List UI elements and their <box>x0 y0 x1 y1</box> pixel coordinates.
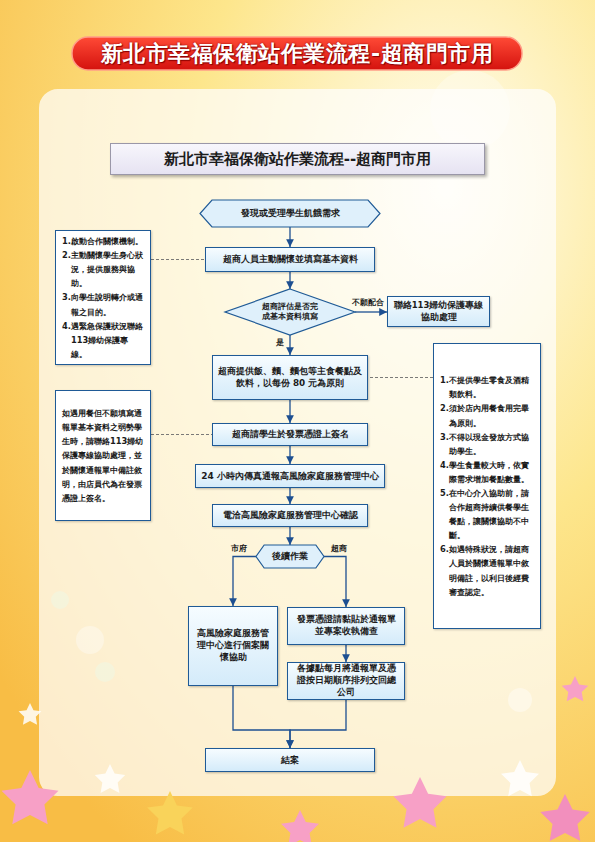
flow-connector <box>289 488 290 504</box>
title-banner <box>72 37 522 70</box>
star <box>501 760 539 796</box>
node-text: 3.向學生說明轉介或通報之目的。 <box>62 290 144 318</box>
star <box>2 770 59 824</box>
node-text: 後續作業 <box>272 550 308 562</box>
node-text: 6.如遇特殊狀況，請超商人員於關懷通報單中敘明備註，以利日後經費審查認定。 <box>440 542 534 598</box>
node-body: 各據點每月將通報單及憑證按日期順序排列交回總公司 <box>288 663 404 699</box>
flow-connector <box>289 400 290 423</box>
node-body: 1.不提供學生零食及酒精類飲料。2.須於店內用餐食用完畢為原則。3.不得以現金發… <box>434 344 540 628</box>
flow-connector <box>289 527 290 545</box>
page-title: 新北市幸福保衛站作業流程-超商門市用 <box>72 37 522 70</box>
node-text: 超商評估是否完成基本資料填寫 <box>261 302 319 322</box>
process-box: 發票憑證請黏貼於通報單並專案收執備查 <box>287 607 405 645</box>
node-body: 結案 <box>206 749 374 771</box>
edge-label: 不願配合 <box>352 297 384 308</box>
star <box>393 777 446 828</box>
node-text: 3.不得以現金發放方式協助學生。 <box>440 430 534 458</box>
node-body: 發票憑證請黏貼於通報單並專案收執備查 <box>288 608 404 644</box>
node-text: 1.啟動合作關懷機制。 <box>62 234 144 248</box>
node-text: 發票憑證請黏貼於通報單並專案收執備查 <box>293 614 399 638</box>
decision-diamond: 超商評估是否完成基本資料填寫 <box>225 289 355 335</box>
node-text: 電洽高風險家庭服務管理中心確認 <box>223 509 358 521</box>
start-hexagon: 發現或受理學生飢餓需求 <box>200 200 380 227</box>
note-leader <box>151 434 212 435</box>
flow-connector <box>290 700 346 748</box>
note-leader <box>151 259 205 260</box>
node-text: 聯絡113婦幼保護專線協助處理 <box>393 300 484 323</box>
node-text: 結案 <box>281 754 299 766</box>
star <box>540 794 589 841</box>
node-text: 超商請學生於發票憑證上簽名 <box>232 428 349 440</box>
node-body: 1.啟動合作關懷機制。2.主動關懷學生身心狀況，提供服務與協助。3.向學生說明轉… <box>56 231 150 364</box>
process-box: 高風險家庭服務管理中心進行個案關懷協助 <box>188 606 278 686</box>
subtitle-box: 新北市幸福保衛站作業流程--超商門市用 <box>110 143 485 175</box>
node-text: 5.在中心介入協助前，請合作超商持續供餐學生餐點，讓關懷協助不中斷。 <box>440 486 534 542</box>
node-text: 超商提供飯、麵、麵包等主食餐點及飲料，以每份 80 元為原則 <box>218 366 362 390</box>
note-leader <box>368 377 433 378</box>
shape-outline <box>225 289 355 335</box>
flow-connector <box>233 557 256 607</box>
node-body: 電洽高風險家庭服務管理中心確認 <box>213 505 367 526</box>
process-box: 各據點每月將通報單及憑證按日期順序排列交回總公司 <box>287 662 405 700</box>
node-text: 如遇用餐但不願填寫通報單基本資料之弱勢學生時，請聯絡113婦幼保護專線協助處理，… <box>62 406 144 505</box>
node-body: 如遇用餐但不願填寫通報單基本資料之弱勢學生時，請聯絡113婦幼保護專線協助處理，… <box>56 391 150 520</box>
flow-connector <box>289 446 290 464</box>
node-text: 各據點每月將通報單及憑證按日期順序排列交回總公司 <box>293 663 399 699</box>
process-box: 24 小時內傳真通報高風險家庭服務管理中心 <box>195 464 385 488</box>
edge-label: 是 <box>276 337 284 348</box>
white-panel <box>40 90 555 795</box>
node-text: 4.遇緊急保護狀況聯絡113婦幼保護專線。 <box>62 319 144 361</box>
node-body: 聯絡113婦幼保護專線協助處理 <box>388 297 489 326</box>
node-body: 24 小時內傳真通報高風險家庭服務管理中心 <box>196 465 384 487</box>
node-text: 2.主動關懷學生身心狀況，提供服務與協助。 <box>62 248 144 290</box>
note-box: 1.啟動合作關懷機制。2.主動關懷學生身心狀況，提供服務與協助。3.向學生說明轉… <box>55 230 151 365</box>
node-body: 超商提供飯、麵、麵包等主食餐點及飲料，以每份 80 元為原則 <box>213 356 367 399</box>
node-text: 高風險家庭服務管理中心進行個案關懷協助 <box>194 628 272 664</box>
process-box: 超商提供飯、麵、麵包等主食餐點及飲料，以每份 80 元為原則 <box>212 355 368 400</box>
node-text: 2.須於店內用餐食用完畢為原則。 <box>440 401 534 429</box>
node-text: 1.不提供學生零食及酒精類飲料。 <box>440 373 534 401</box>
shape-outline <box>256 545 324 568</box>
star <box>562 676 589 701</box>
end-box: 結案 <box>205 748 375 772</box>
edge-label: 超商 <box>331 542 347 553</box>
node-text: 超商人員主動關懷並填寫基本資料 <box>223 253 358 265</box>
node-body: 超商請學生於發票憑證上簽名 <box>213 424 367 445</box>
star <box>147 791 193 834</box>
process-box: 電洽高風險家庭服務管理中心確認 <box>212 504 368 527</box>
branch-hexagon: 後續作業 <box>256 545 324 568</box>
flow-connector <box>355 311 387 312</box>
node-body: 後續作業 <box>256 545 324 568</box>
flow-connector <box>289 335 290 355</box>
star <box>19 703 42 725</box>
flow-connector <box>289 227 290 247</box>
note-box: 1.不提供學生零食及酒精類飲料。2.須於店內用餐食用完畢為原則。3.不得以現金發… <box>433 343 541 629</box>
flow-connector <box>289 272 290 289</box>
flow-connector <box>324 557 346 608</box>
star <box>95 764 125 793</box>
flow-connector <box>233 686 290 748</box>
process-box: 超商人員主動關懷並填寫基本資料 <box>205 247 375 272</box>
shape-outline <box>200 200 380 227</box>
node-body: 發現或受理學生飢餓需求 <box>200 200 380 227</box>
node-body: 高風險家庭服務管理中心進行個案關懷協助 <box>189 607 277 685</box>
node-body: 超商人員主動關懷並填寫基本資料 <box>206 248 374 271</box>
node-text: 24 小時內傳真通報高風險家庭服務管理中心 <box>201 470 379 482</box>
star <box>281 810 319 842</box>
process-box: 超商請學生於發票憑證上簽名 <box>212 423 368 446</box>
node-body: 超商評估是否完成基本資料填寫 <box>225 289 355 335</box>
node-text: 發現或受理學生飢餓需求 <box>241 207 340 219</box>
flow-connector <box>345 645 346 662</box>
process-box: 聯絡113婦幼保護專線協助處理 <box>387 296 490 327</box>
node-text: 新北市幸福保衛站作業流程--超商門市用 <box>164 149 431 169</box>
note-box: 如遇用餐但不願填寫通報單基本資料之弱勢學生時，請聯絡113婦幼保護專線協助處理，… <box>55 390 151 521</box>
node-body: 新北市幸福保衛站作業流程--超商門市用 <box>111 144 484 174</box>
node-text: 4.學生食量較大時，依實際需求增加餐點數量。 <box>440 458 534 486</box>
edge-label: 市府 <box>231 542 247 553</box>
